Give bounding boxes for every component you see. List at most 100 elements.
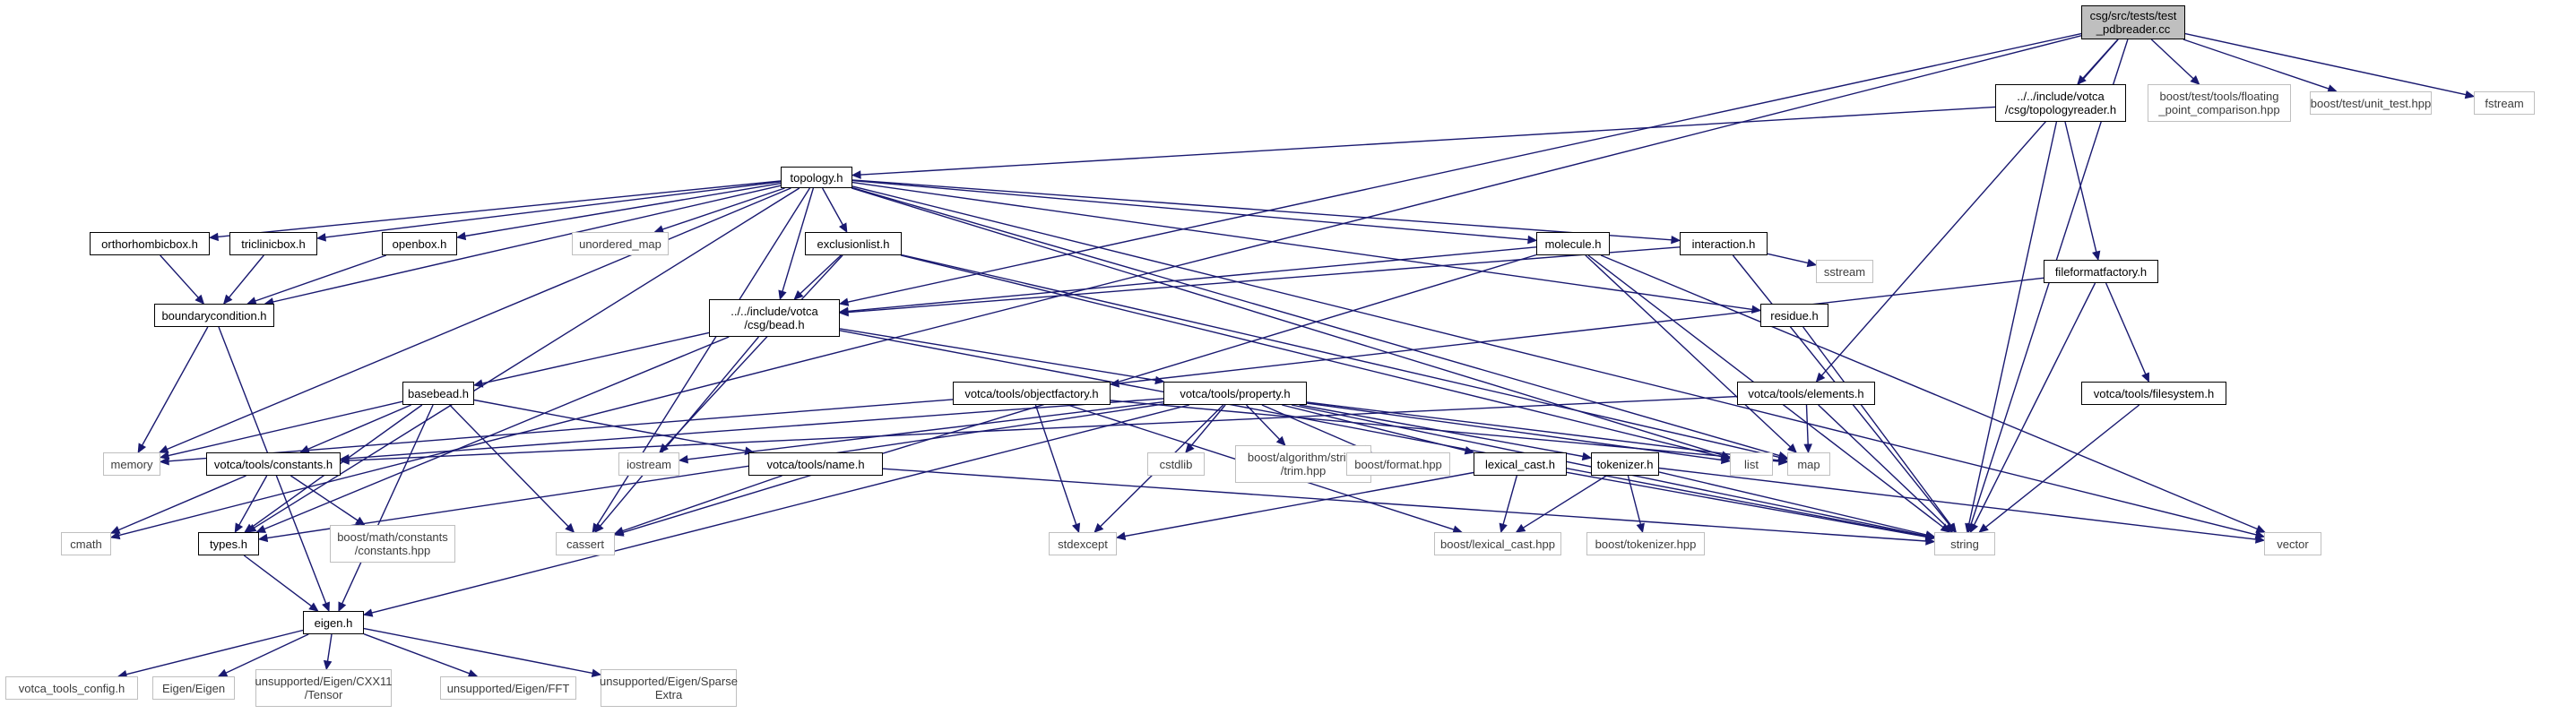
node-topologyreader[interactable]: ../../include/votca /csg/topologyreader.… bbox=[1995, 84, 2126, 122]
arrowhead-property-to-stdexcept bbox=[1094, 522, 1104, 533]
arrowhead-root-to-floating bbox=[2190, 74, 2200, 85]
edge-interaction-to-sstream bbox=[1767, 253, 1809, 264]
arrowhead-objectfactory-to-memory bbox=[159, 456, 169, 466]
node-interaction[interactable]: interaction.h bbox=[1680, 232, 1768, 255]
arrowhead-topology-to-triclinic bbox=[316, 233, 326, 242]
arrowhead-topology-to-memory bbox=[158, 444, 169, 453]
edge-filesystem-to-string bbox=[1984, 404, 2140, 528]
node-fileformatfactory[interactable]: fileformatfactory.h bbox=[2044, 260, 2158, 283]
edge-basebead-to-memory bbox=[168, 400, 403, 457]
node-boosttokenizer: boost/tokenizer.hpp bbox=[1586, 532, 1705, 555]
node-exclusionlist[interactable]: exclusionlist.h bbox=[805, 232, 902, 255]
arrowhead-eigen-to-tensor bbox=[323, 659, 333, 671]
arrowhead-property-to-iostream bbox=[678, 454, 688, 464]
edge-basebead-to-eigen bbox=[341, 404, 434, 605]
edge-topology-to-types bbox=[254, 187, 800, 529]
node-objectfactory[interactable]: votca/tools/objectfactory.h bbox=[953, 382, 1111, 405]
edge-topology-to-memory bbox=[167, 187, 791, 451]
node-elements[interactable]: votca/tools/elements.h bbox=[1737, 382, 1875, 405]
node-openbox[interactable]: openbox.h bbox=[382, 232, 457, 255]
arrowhead-molecule-to-vector bbox=[2255, 524, 2266, 533]
arrowhead-elements-to-string bbox=[1943, 522, 1954, 533]
arrowhead-root-to-bead bbox=[838, 297, 850, 306]
arrowhead-topologyreader-to-fileformatfactory bbox=[2092, 250, 2101, 262]
node-topology[interactable]: topology.h bbox=[781, 167, 852, 188]
arrowhead-basebead-to-types bbox=[244, 523, 255, 533]
edge-topology-to-boundary bbox=[272, 185, 782, 303]
arrowhead-property-to-types bbox=[257, 533, 269, 543]
edge-types-to-eigen bbox=[243, 555, 312, 607]
node-stdexcept: stdexcept bbox=[1049, 532, 1117, 555]
node-boundary[interactable]: boundarycondition.h bbox=[154, 304, 274, 327]
edge-property-to-iostream bbox=[687, 401, 1164, 460]
node-basebead[interactable]: basebead.h bbox=[402, 382, 474, 405]
arrowhead-bead-to-basebead bbox=[472, 379, 484, 388]
node-property[interactable]: votca/tools/property.h bbox=[1163, 382, 1307, 405]
edge-topology-to-exclusionlist bbox=[821, 187, 844, 226]
edge-tokenizer-to-boosttokenizer bbox=[1627, 475, 1642, 525]
edge-topology-to-bead bbox=[782, 187, 815, 292]
edge-topology-to-triclinic bbox=[324, 181, 782, 238]
arrowhead-topology-to-interaction bbox=[1671, 236, 1681, 245]
arrowhead-topology-to-molecule bbox=[1527, 235, 1538, 245]
edge-topology-to-orthorhombic bbox=[217, 180, 782, 238]
node-boostconstants: boost/math/constants /constants.hpp bbox=[330, 525, 455, 563]
edge-topologyreader-to-topology bbox=[860, 106, 1996, 176]
node-eigeneigen: Eigen/Eigen bbox=[152, 676, 235, 700]
arrowhead-property-to-eigen bbox=[362, 608, 374, 617]
edge-molecule-to-map bbox=[1585, 254, 1791, 448]
node-bead[interactable]: ../../include/votca /csg/bead.h bbox=[709, 299, 840, 337]
node-filesystem[interactable]: votca/tools/filesystem.h bbox=[2081, 382, 2226, 405]
arrowhead-tokenizer-to-boostlexical bbox=[1515, 523, 1526, 533]
edge-constants-to-cmath bbox=[118, 475, 246, 531]
edge-lexical_cast-to-string bbox=[1566, 471, 1927, 538]
node-map: map bbox=[1787, 452, 1830, 476]
arrowhead-triclinic-to-boundary bbox=[222, 294, 233, 305]
arrowhead-constants-to-types bbox=[234, 522, 244, 534]
arrowhead-orthorhombic-to-boundary bbox=[194, 294, 205, 305]
arrowhead-elements-to-map bbox=[1803, 443, 1812, 454]
arrowhead-bead-to-cassert bbox=[594, 522, 604, 533]
arrowhead-constants-to-boostconstants bbox=[355, 516, 366, 526]
node-root[interactable]: csg/src/tests/test _pdbreader.cc bbox=[2081, 5, 2185, 39]
node-residue[interactable]: residue.h bbox=[1760, 304, 1828, 327]
edge-topology-to-openbox bbox=[464, 183, 782, 237]
node-tokenizer[interactable]: tokenizer.h bbox=[1591, 452, 1659, 476]
node-memory: memory bbox=[103, 452, 160, 476]
node-string: string bbox=[1934, 532, 1995, 555]
edge-elements-to-constants bbox=[348, 395, 1738, 461]
edge-name-to-string bbox=[882, 468, 1927, 542]
node-name[interactable]: votca/tools/name.h bbox=[748, 452, 883, 476]
edge-topology-to-residue bbox=[851, 181, 1753, 311]
edge-fileformatfactory-to-filesystem bbox=[2105, 282, 2147, 374]
edge-property-to-types bbox=[266, 403, 1164, 539]
node-orthorhombic[interactable]: orthorhombicbox.h bbox=[90, 232, 210, 255]
node-types[interactable]: types.h bbox=[198, 532, 259, 555]
edge-eigen-to-eigeneigen bbox=[225, 633, 309, 674]
arrowhead-tokenizer-to-string bbox=[1924, 530, 1936, 539]
edge-topologyreader-to-string bbox=[1968, 121, 2058, 525]
node-triclinic[interactable]: triclinicbox.h bbox=[229, 232, 317, 255]
edge-property-to-map bbox=[1306, 401, 1780, 461]
node-lexical_cast[interactable]: lexical_cast.h bbox=[1474, 452, 1567, 476]
edge-property-to-tokenizer bbox=[1299, 404, 1584, 458]
node-molecule[interactable]: molecule.h bbox=[1536, 232, 1610, 255]
edge-property-to-format bbox=[1261, 404, 1365, 451]
arrowhead-name-to-string bbox=[1925, 537, 1936, 546]
edge-topology-to-unordered_map bbox=[661, 187, 785, 230]
arrowhead-tokenizer-to-vector bbox=[2255, 535, 2266, 544]
arrowhead-property-to-map bbox=[1778, 456, 1789, 465]
node-constants[interactable]: votca/tools/constants.h bbox=[206, 452, 341, 476]
arrowhead-property-to-lexical_cast bbox=[1464, 446, 1475, 455]
edge-property-to-eigen bbox=[371, 404, 1190, 614]
edge-orthorhombic-to-boundary bbox=[160, 254, 199, 298]
edge-topology-to-vector bbox=[851, 185, 2257, 536]
node-fstream: fstream bbox=[2474, 91, 2535, 115]
edge-exclusionlist-to-bead bbox=[800, 254, 842, 295]
node-eigen[interactable]: eigen.h bbox=[303, 611, 364, 634]
edge-property-to-trim bbox=[1245, 404, 1281, 440]
edge-fileformatfactory-to-objectfactory bbox=[1118, 277, 2044, 384]
edge-eigen-to-tensor bbox=[326, 633, 333, 662]
node-cstdlib: cstdlib bbox=[1147, 452, 1205, 476]
